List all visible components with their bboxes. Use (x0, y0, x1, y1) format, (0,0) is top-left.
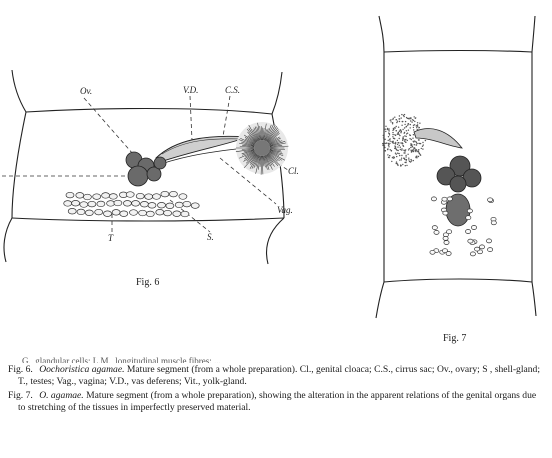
caption-fig6-title: Oochoristica agamae. (39, 364, 125, 375)
testis (163, 209, 172, 217)
figure-7: Fig. 7 (375, 15, 537, 344)
testis (469, 251, 476, 257)
testis (67, 208, 77, 215)
testis (65, 191, 75, 199)
testis (442, 248, 448, 254)
testis (155, 209, 165, 216)
caption-fig7-title: O. agamae. (39, 389, 84, 401)
testis (479, 244, 485, 250)
testis (113, 199, 123, 207)
testis (487, 247, 494, 252)
label-vag: Vag. (277, 205, 293, 215)
label-cl: Cl. (288, 166, 299, 176)
testis (467, 238, 474, 244)
testis (430, 196, 437, 202)
testis (83, 193, 92, 201)
label-ov: Ov. (80, 86, 92, 96)
testis (63, 200, 73, 207)
testis (486, 238, 492, 244)
testis (101, 192, 110, 199)
testis (442, 236, 449, 241)
testis (174, 201, 184, 209)
testis (152, 193, 161, 200)
fig7-label: Fig. 7 (443, 333, 466, 344)
testis (140, 201, 149, 208)
testis (429, 249, 436, 255)
genital-cloaca (235, 122, 289, 175)
testis (119, 210, 129, 217)
testis (79, 201, 89, 208)
testis (71, 200, 80, 207)
label-t: T (108, 233, 114, 243)
testis (123, 200, 132, 207)
ovary (125, 151, 167, 187)
testis (182, 200, 192, 208)
testis (135, 192, 145, 200)
testis (96, 200, 106, 208)
testis (442, 210, 449, 216)
caption-fig6-number: Fig. 6. (8, 364, 33, 375)
testes (63, 190, 200, 218)
testis (446, 196, 453, 202)
testis (145, 210, 155, 218)
testis (144, 193, 154, 200)
caption-fig6-text: Mature segment (from a whole preparation… (18, 364, 541, 388)
caption-block: G., glandular cells; L.M., longitudinal … (8, 354, 546, 415)
testis (445, 251, 452, 256)
cropped-caption-line: G., glandular cells; L.M., longitudinal … (22, 356, 221, 363)
testis (466, 208, 473, 214)
cirrus-sac (413, 128, 463, 149)
figure-6: Ov. V.D. C.S. Cl. Vag. T S. Fig. 6 (2, 69, 299, 288)
testis (471, 225, 477, 230)
testis (446, 229, 453, 235)
testis (94, 208, 104, 216)
testis (490, 220, 497, 226)
testis (106, 200, 115, 207)
testis (180, 210, 190, 218)
testis (172, 210, 182, 217)
testis (129, 209, 138, 216)
label-cs: C.S. (225, 85, 240, 95)
testis (190, 202, 200, 209)
label-vd: V.D. (183, 85, 198, 95)
figure-plates: Ov. V.D. C.S. Cl. Vag. T S. Fig. 6 (2, 15, 537, 344)
fig6-label: Fig. 6 (136, 277, 159, 288)
testis (431, 225, 438, 230)
testis (92, 193, 102, 200)
testis (465, 215, 472, 221)
testis (178, 193, 188, 200)
testis (76, 208, 86, 216)
testis (441, 196, 448, 202)
testis (147, 202, 157, 209)
segment-outline (375, 15, 537, 319)
ovary (436, 155, 482, 193)
testis (138, 209, 147, 217)
testis (103, 210, 112, 217)
testis (131, 200, 140, 207)
testis (465, 229, 472, 234)
testis (474, 246, 481, 252)
testis (157, 202, 166, 209)
testis (108, 193, 118, 200)
testis (75, 192, 85, 199)
caption-fig7-text: Mature segment (from a whole preparation… (18, 389, 537, 414)
testes (429, 196, 497, 257)
testis (111, 209, 121, 216)
testis (169, 190, 178, 198)
testis (165, 202, 175, 209)
testis (84, 209, 94, 216)
caption-fig7: Fig. 7. O. agamae. Mature segment (from … (8, 390, 546, 415)
testis (160, 190, 170, 198)
caption-fig7-number: Fig. 7. (8, 389, 33, 401)
testis (87, 200, 97, 208)
label-s: S. (207, 232, 214, 242)
testis (443, 240, 450, 245)
testis (125, 191, 135, 198)
testis (433, 230, 440, 235)
testis (487, 197, 494, 203)
caption-fig6: Fig. 6. Oochoristica agamae. Mature segm… (8, 364, 546, 389)
stippled-cloaca (382, 113, 427, 167)
